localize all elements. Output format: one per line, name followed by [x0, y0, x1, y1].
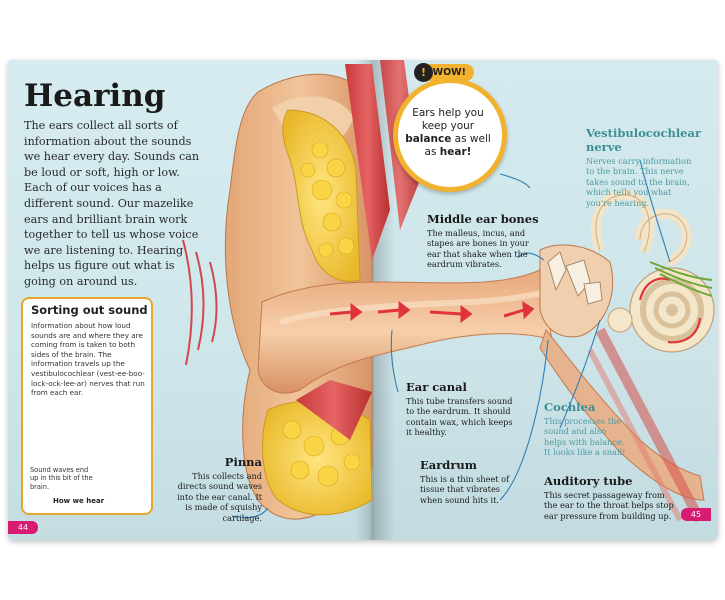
ear-canal-text: This tube transfers sound to the eardrum…: [406, 396, 513, 438]
wow-fact-circle: [393, 78, 507, 192]
brain-caption: Sound waves end up in this bit of the br…: [30, 466, 93, 491]
page-title: Hearing: [24, 78, 166, 114]
auditory-tube: [539, 328, 705, 501]
nerve-heading: Vestibulocochlear nerve: [586, 126, 702, 154]
wow-text-part-1: Ears help you keep your: [412, 107, 484, 132]
wow-text-part-2: as well as: [424, 133, 491, 158]
leader-lines: [231, 159, 671, 519]
intro-paragraph: The ears collect all sorts of informatio…: [24, 119, 200, 288]
page-number-left: 44: [8, 521, 38, 534]
nerve-text: Nerves carry information to the brain. T…: [586, 156, 692, 208]
wow-bold-balance: balance: [405, 133, 452, 145]
pinna-text: This collects and directs sound waves in…: [177, 471, 262, 523]
ear-canal-heading: Ear canal: [406, 380, 467, 394]
cochlea-text: This processes the sound and also helps …: [544, 416, 626, 458]
auditory-tube-heading: Auditory tube: [544, 474, 633, 488]
muscle-lower: [296, 380, 372, 440]
eardrum-heading: Eardrum: [420, 458, 477, 472]
ear-canal-label: Ear canal This tube transfers sound to t…: [406, 380, 518, 438]
sidebar-text: Information about how loud sounds are an…: [31, 321, 145, 398]
vestibulocochlear-nerve-label: Vestibulocochlear nerve Nerves carry inf…: [586, 126, 702, 208]
sound-arrows: [329, 301, 535, 323]
auditory-tube-label: Auditory tube This secret passageway fro…: [544, 474, 674, 521]
auditory-tube-text: This secret passageway from the ear to t…: [544, 490, 674, 521]
eardrum-text: This is a thin sheet of tissue that vibr…: [420, 474, 510, 505]
cochlea-heading: Cochlea: [544, 400, 596, 414]
sorting-out-sound-box: Sorting out sound Information about how …: [21, 297, 153, 515]
muscle-upper: [345, 64, 390, 260]
eardrum-label: Eardrum This is a thin sheet of tissue t…: [420, 458, 524, 505]
sound-waves: [182, 239, 218, 366]
middle-ear-bones-heading: Middle ear bones: [427, 212, 539, 226]
pinna-heading: Pinna: [224, 455, 262, 469]
wow-fact-text: Ears help you keep your balance as well …: [403, 107, 493, 159]
middle-ear-bones-label: Middle ear bones The malleus, incus, and…: [427, 212, 539, 270]
cochlea-label: Cochlea This processes the sound and als…: [544, 400, 630, 458]
ear-canal-tube: [257, 269, 553, 394]
wow-bold-hear: hear!: [439, 146, 472, 158]
sidebar-title: Sorting out sound: [31, 303, 148, 317]
exclamation-icon: !: [414, 63, 433, 82]
brain-label: How we hear: [53, 497, 105, 505]
nerve-shape: [649, 261, 713, 297]
middle-ear-bones-text: The malleus, incus, and stapes are bones…: [427, 228, 529, 270]
pinna-label: Pinna This collects and directs sound wa…: [170, 455, 262, 523]
page-number-right: 45: [681, 508, 711, 521]
middle-ear-bones-shape: [547, 251, 603, 305]
